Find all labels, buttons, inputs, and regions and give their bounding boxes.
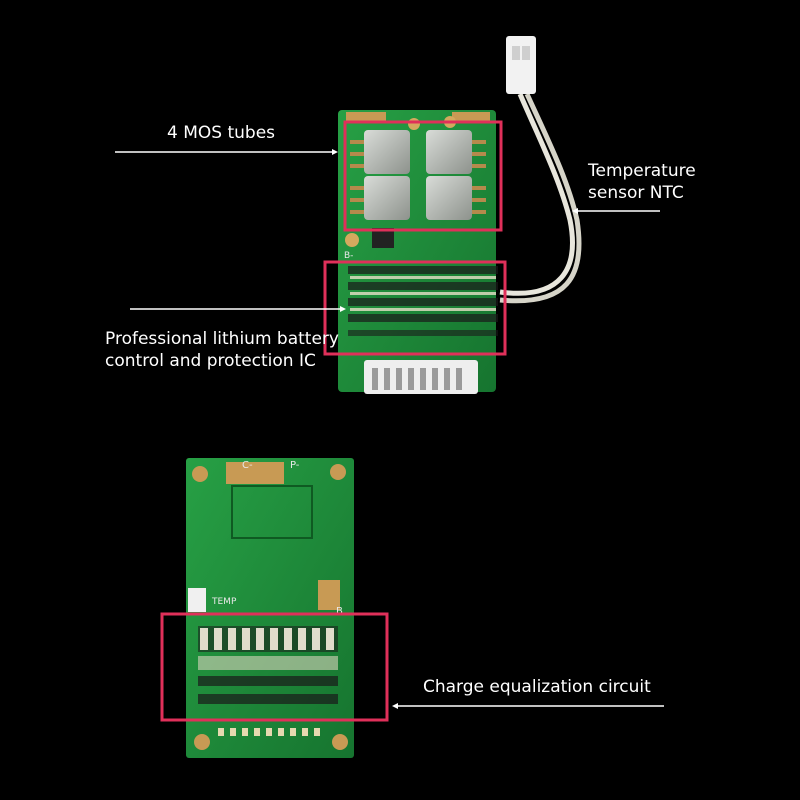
label-protection-ic-line2: control and protection IC [105,351,316,371]
label-mos-tubes: 4 MOS tubes [167,123,276,143]
highlight-box-equalization [160,612,389,722]
label-protection-ic-line1: Professional lithium battery [105,329,339,349]
mos-tube-2 [426,130,472,174]
mos-tube-4 [426,176,472,220]
board-mark-b-minus: B- [344,251,353,261]
protection-ic-chip [372,228,394,248]
ntc-plug [506,36,536,94]
board-mark-c-minus: C- [242,460,253,471]
temp-connector [188,588,206,612]
label-charge-equalization: Charge equalization circuit [423,677,651,697]
board-mark-p-minus: P- [290,460,300,471]
component-rows [348,266,498,336]
pointer-arrow-ntc [572,208,578,214]
label-protection-ic: Professional lithium battery control and… [105,328,339,372]
mos-tube-1 [364,130,410,174]
label-temperature-sensor-line1: Temperature [588,161,696,181]
ntc-sensor [499,36,582,304]
board-mark-temp: TEMP [211,597,237,607]
label-temperature-sensor-line2: sensor NTC [588,183,684,203]
top-pcb-board: B- [338,110,498,394]
highlight-box-ic [323,260,507,356]
mos-tube-3 [364,176,410,220]
highlight-box-mos [343,120,503,232]
pointer-arrow-equalization [392,703,398,709]
pointer-arrow-mos [332,149,338,155]
label-temperature-sensor: Temperature sensor NTC [588,160,696,204]
equalization-components [198,626,338,704]
pointer-arrow-ic [340,306,346,312]
board-mark-b: B [336,606,343,617]
bottom-pcb-board: C- P- TEMP B [186,458,354,758]
